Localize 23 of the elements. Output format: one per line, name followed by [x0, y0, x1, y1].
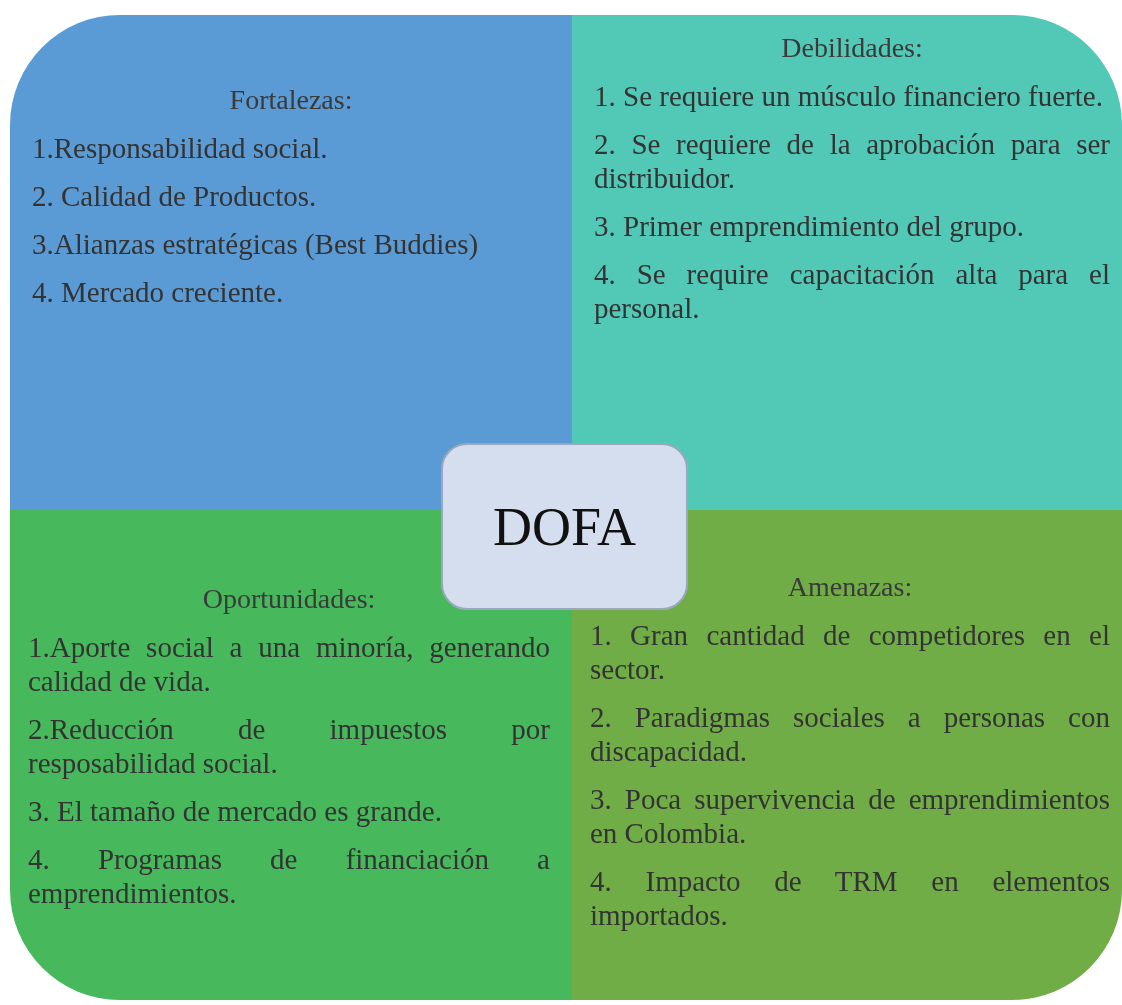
list-item: 4. Impacto de TRM en elementos importados. — [590, 864, 1110, 932]
section-heading: Debilidades: — [780, 31, 924, 65]
list-item: 2.Reducción de impuestos por resposabilidad social. — [28, 712, 550, 780]
section-heading: Fortalezas: — [228, 83, 354, 117]
section-heading: Amenazas: — [786, 570, 914, 604]
list-item: 3. El tamaño de mercado es grande. — [28, 794, 443, 828]
list-item: 3. Primer emprendimiento del grupo. — [594, 209, 1026, 243]
list-item: 2. Se requiere de la aprobación para ser distribuidor. — [594, 127, 1110, 195]
list-item: 4. Se require capacitación alta para el personal. — [594, 257, 1110, 325]
list-item: 1.Aporte social a una minoría, generando calidad de vida. — [28, 630, 550, 698]
quadrant-panel — [572, 15, 1122, 510]
list-item: 1. Se requiere un músculo financiero fuerte. — [594, 79, 1104, 113]
list-item: 2. Paradigmas sociales a personas con discapacidad. — [590, 700, 1110, 768]
list-item: 3.Alianzas estratégicas (Best Buddies) — [32, 227, 480, 261]
list-item: 3. Poca supervivencia de emprendimientos en Colombia. — [590, 782, 1110, 850]
list-item: 1. Gran cantidad de competidores en el sector. — [590, 618, 1110, 686]
list-item: 4. Mercado creciente. — [32, 275, 285, 309]
list-item: 1.Responsabilidad social. — [32, 131, 329, 165]
quadrant-panel — [10, 15, 572, 510]
list-item: 2. Calidad de Productos. — [32, 179, 318, 213]
list-item: 4. Programas de financiación a emprendimientos. — [28, 842, 550, 910]
section-heading: Oportunidades: — [201, 582, 377, 616]
center-box: DOFA — [441, 443, 688, 610]
